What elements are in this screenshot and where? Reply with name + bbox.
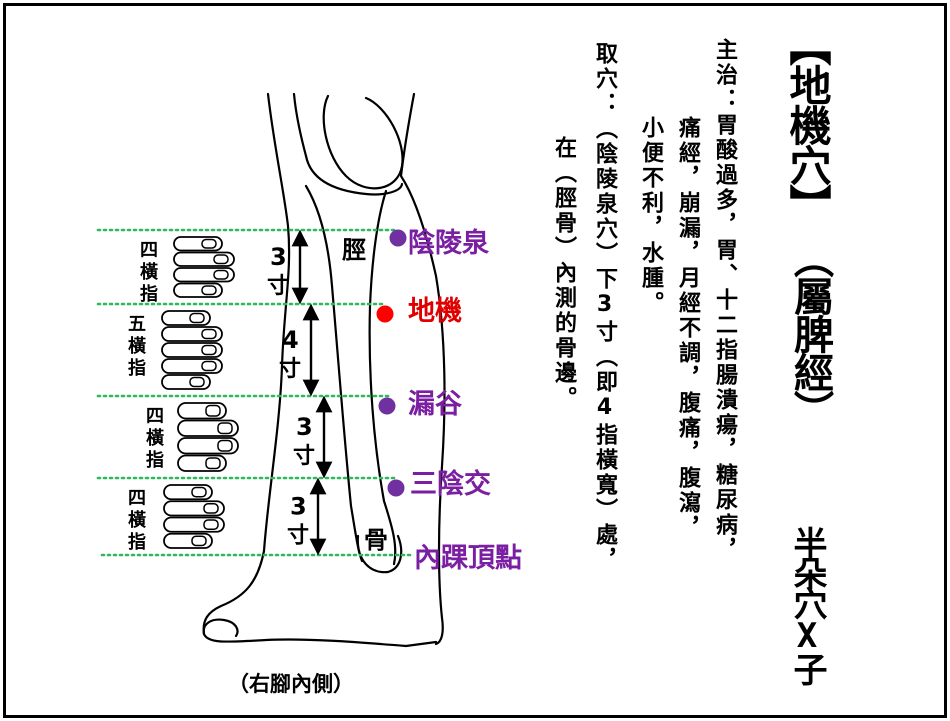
knee-joint	[304, 154, 404, 196]
indications-line-1: 胃酸過多，胃、十二指腸潰瘍，糖尿病，	[712, 113, 737, 563]
fingernail-3-4	[205, 457, 221, 470]
acupoint-dot-3	[378, 397, 396, 415]
fingernail-3-1	[205, 404, 221, 417]
calf-back-line	[202, 92, 438, 648]
fingernail-2-3	[201, 344, 217, 356]
fingernail-1-1	[201, 238, 217, 249]
finger-count-char-2-2: 橫	[128, 335, 147, 357]
fingernail-2-1	[189, 312, 205, 324]
leg-outline	[202, 92, 446, 648]
fingernail-4-1	[191, 486, 207, 498]
distance-number-3: 3	[296, 413, 313, 441]
finger-count-char-3-3: 指	[146, 449, 164, 471]
finger-groups	[161, 236, 239, 549]
finger-count-char-2-3: 指	[128, 357, 146, 379]
distance-unit-4: 寸	[287, 524, 309, 549]
bone-label-bottom: 骨	[364, 526, 388, 554]
bone-label-top: 脛	[342, 236, 366, 264]
finger-count-char-4-3: 指	[128, 531, 146, 553]
finger-count-char-1-3: 指	[140, 283, 158, 305]
diagram-caption: （右腳內側）	[228, 672, 354, 696]
fingernail-2-4	[201, 360, 217, 372]
location-line-1: （陰陵泉穴）下3寸（即4指橫寬）處，	[592, 117, 617, 573]
fingernail-3-2	[217, 422, 233, 435]
finger-group-2	[161, 310, 223, 390]
finger-count-char-4-1: 四	[128, 488, 146, 509]
distance-number-4: 3	[290, 493, 307, 521]
fingernail-1-4	[201, 285, 217, 296]
location-col-1: 取穴：（陰陵泉穴）下3寸（即4指橫寬）處，	[588, 42, 620, 573]
meridian-title: （屬脾經）	[787, 238, 833, 428]
fingernail-1-3	[213, 269, 229, 280]
distance-unit-1: 寸	[267, 274, 289, 299]
indications-line-3: 小便不利，水腫。	[638, 116, 663, 316]
fingernail-2-5	[189, 376, 205, 388]
toe-outline	[202, 618, 239, 638]
distance-unit-2: 寸	[279, 357, 301, 382]
finger-count-char-1-2: 橫	[140, 261, 159, 283]
location-line-2: 在（脛骨）內測的骨邊。	[551, 136, 576, 411]
distance-unit-3: 寸	[293, 444, 315, 469]
finger-group-3	[177, 402, 239, 472]
fingernail-3-3	[217, 439, 233, 452]
finger-count-char-4-2: 橫	[128, 509, 147, 531]
finger-count-char-2-1: 五	[128, 314, 146, 335]
indications-label: 主治：	[712, 38, 737, 113]
fingernail-2-2	[201, 328, 217, 340]
acupoint-label-2: 地機	[408, 296, 462, 327]
acupoint-label-1: 陰陵泉	[408, 227, 490, 259]
brand-logo-text: 半朵穴X子	[787, 526, 827, 682]
indications-col-1: 主治：胃酸過多，胃、十二指腸潰瘍，糖尿病，	[708, 38, 740, 563]
distance-number-1: 3	[270, 243, 287, 271]
acupoint-dot-1	[389, 229, 407, 247]
finger-group-4	[163, 484, 225, 549]
guide-lines	[96, 228, 416, 557]
fingernail-4-2	[203, 503, 219, 514]
acupoint-label-3: 漏谷	[408, 389, 463, 420]
kneecap	[322, 94, 404, 190]
finger-count-char-1-1: 四	[140, 240, 158, 261]
indications-line-2: 痛經，崩漏，月經不調，腹痛，腹瀉，	[675, 116, 700, 541]
acupoint-dot-2	[376, 305, 394, 323]
distance-number-2: 4	[282, 326, 299, 354]
location-label: 取穴：	[592, 42, 617, 117]
acupoint-dot-4	[387, 479, 405, 497]
femur-line	[292, 92, 308, 158]
shin-front-line	[399, 92, 446, 646]
tibia-right	[368, 189, 397, 566]
acupoint-label-5: 內踝頂點	[414, 543, 522, 574]
measure-arrows	[291, 229, 333, 556]
acupoint-label-4: 三陰交	[410, 468, 491, 500]
fingernail-1-2	[213, 254, 229, 265]
fingernail-4-4	[191, 535, 207, 547]
finger-count-char-3-2: 橫	[146, 427, 165, 449]
finger-group-1	[173, 236, 235, 298]
point-title: 【地機穴】	[783, 24, 832, 224]
fingernail-4-3	[203, 519, 219, 530]
tibia-left	[304, 184, 364, 563]
finger-count-char-3-1: 四	[146, 406, 164, 427]
